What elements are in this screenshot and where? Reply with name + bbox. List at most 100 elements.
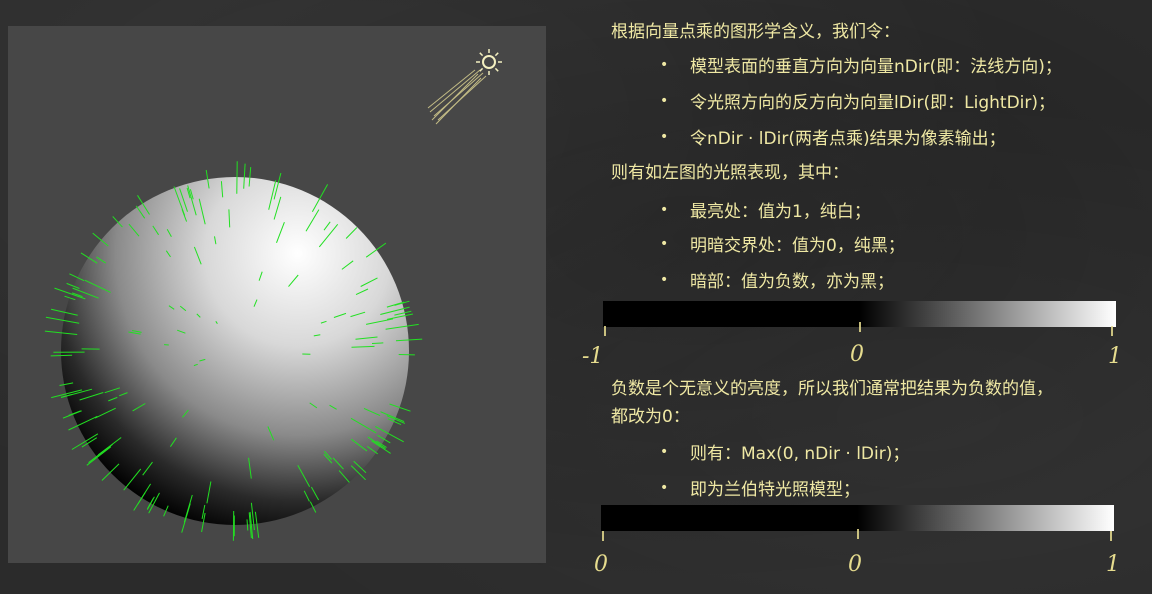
normal-vector-line [248, 167, 252, 187]
normal-vector-line [329, 404, 337, 410]
def-item-3: 令nDir · lDir(两者点乘)结果为像素输出； [690, 129, 1006, 149]
def-item-2: 令光照方向的反方向为向量lDir(即：LightDir)； [690, 93, 1056, 113]
normal-vector-line [258, 271, 263, 281]
tick-left [604, 326, 606, 336]
sun-icon [476, 49, 502, 75]
normal-vector-line [193, 246, 202, 265]
normal-vector-line [123, 468, 142, 491]
normal-vector-line [81, 437, 98, 448]
normal-vector-line [86, 446, 112, 466]
normal-vector-line [152, 225, 160, 236]
normal-vector-line [309, 402, 318, 409]
gradient-bar-lambert [601, 505, 1114, 531]
normal-vector-line [250, 502, 255, 531]
normal-vector-line [166, 229, 172, 237]
normal-vector-line [148, 492, 160, 514]
bullet-dot: • [660, 236, 669, 252]
scale2-label-one: 1 [1106, 552, 1120, 577]
normal-vector-line [386, 313, 414, 320]
normal-vector-line [69, 273, 85, 282]
normal-vector-line [133, 483, 152, 511]
normal-vector-line [288, 274, 299, 287]
paragraph-line-1: 负数是个无意义的亮度，所以我们通常把结果为负数的值， [611, 379, 1053, 399]
normal-vector-line [220, 181, 224, 198]
normal-vector-line [84, 279, 111, 293]
normal-vector-line [341, 260, 354, 270]
normal-vector-line [147, 498, 154, 509]
normal-vector-line [338, 470, 350, 483]
normal-vector-line [353, 460, 367, 474]
normal-vector-line [198, 198, 206, 225]
lit-sphere-illustration [44, 49, 502, 541]
normal-vector-line [45, 316, 80, 324]
normal-vector-line [395, 338, 423, 342]
normal-vector-line [60, 394, 72, 398]
normal-vector-line [350, 465, 366, 481]
normal-vector-line [179, 305, 187, 312]
normal-vector-line [68, 415, 98, 431]
bullet-dot: • [660, 202, 669, 218]
normal-vector-line [313, 334, 321, 337]
sphere [61, 177, 409, 525]
normal-vector-line [163, 505, 169, 517]
normal-vector-line [186, 187, 191, 199]
normal-vector-line [248, 512, 252, 538]
normal-vector-line [273, 196, 282, 220]
normal-vector-line [177, 329, 186, 334]
tick-right [1111, 326, 1113, 336]
normal-vector-line [72, 287, 99, 299]
tick-mid [859, 322, 861, 332]
normal-vector-line [181, 503, 191, 533]
normal-vector-line [64, 295, 76, 301]
normal-vector-line [371, 342, 384, 344]
normal-vector-line [318, 223, 339, 248]
normal-vector-line [132, 403, 146, 412]
normal-vector-line [320, 320, 327, 324]
normal-vector-line [94, 407, 116, 419]
normal-vector-line [305, 209, 320, 232]
normal-vector-line [332, 457, 344, 470]
normal-vector-line [80, 252, 98, 264]
normal-vector-line [309, 501, 317, 513]
normal-vector-line [173, 186, 186, 216]
normal-vector-line [132, 330, 142, 333]
result-heading: 则有如左图的光照表现，其中： [611, 163, 849, 183]
normal-vector-line [380, 306, 410, 315]
scale-label-zero: 0 [850, 342, 864, 367]
bullet-dot: • [660, 93, 669, 109]
normal-vector-line [311, 184, 329, 213]
normal-vector-line [323, 221, 331, 231]
normal-vector-line [128, 223, 140, 237]
normal-vector-line [386, 415, 406, 424]
normal-vector-line [267, 426, 275, 441]
normal-vector-line [355, 288, 369, 296]
normal-vector-line [380, 411, 405, 423]
normal-vector-line [71, 292, 83, 298]
normal-vector-line [387, 418, 402, 426]
normal-vector-line [51, 389, 83, 399]
normal-vector-line [350, 438, 368, 452]
scale-label-one: 1 [1108, 344, 1122, 369]
normal-vector-line [71, 433, 99, 450]
normal-vector-line [350, 311, 366, 318]
render-viewport [8, 26, 546, 563]
tick-right [1110, 531, 1112, 541]
normal-vector-line [355, 336, 378, 340]
normal-vector-line [187, 185, 197, 216]
normal-vector-line [367, 436, 386, 450]
normal-vector-line [351, 345, 375, 348]
normal-vector-line [169, 437, 177, 447]
normal-vector-line [108, 396, 118, 402]
light-rays [427, 69, 487, 125]
bullet-dot: • [660, 444, 669, 460]
result-item-2: 明暗交界处：值为0，纯黑； [690, 236, 905, 256]
normal-vector-line [323, 453, 333, 464]
bullet-dot: • [660, 129, 669, 145]
tick-left [602, 531, 604, 541]
normal-vector-line [345, 227, 358, 239]
normal-vector-line [303, 490, 310, 502]
normal-vector-line [376, 440, 387, 448]
normal-vector-line [214, 236, 217, 245]
normal-vector-line [371, 440, 391, 454]
bullet-dot: • [660, 57, 669, 73]
